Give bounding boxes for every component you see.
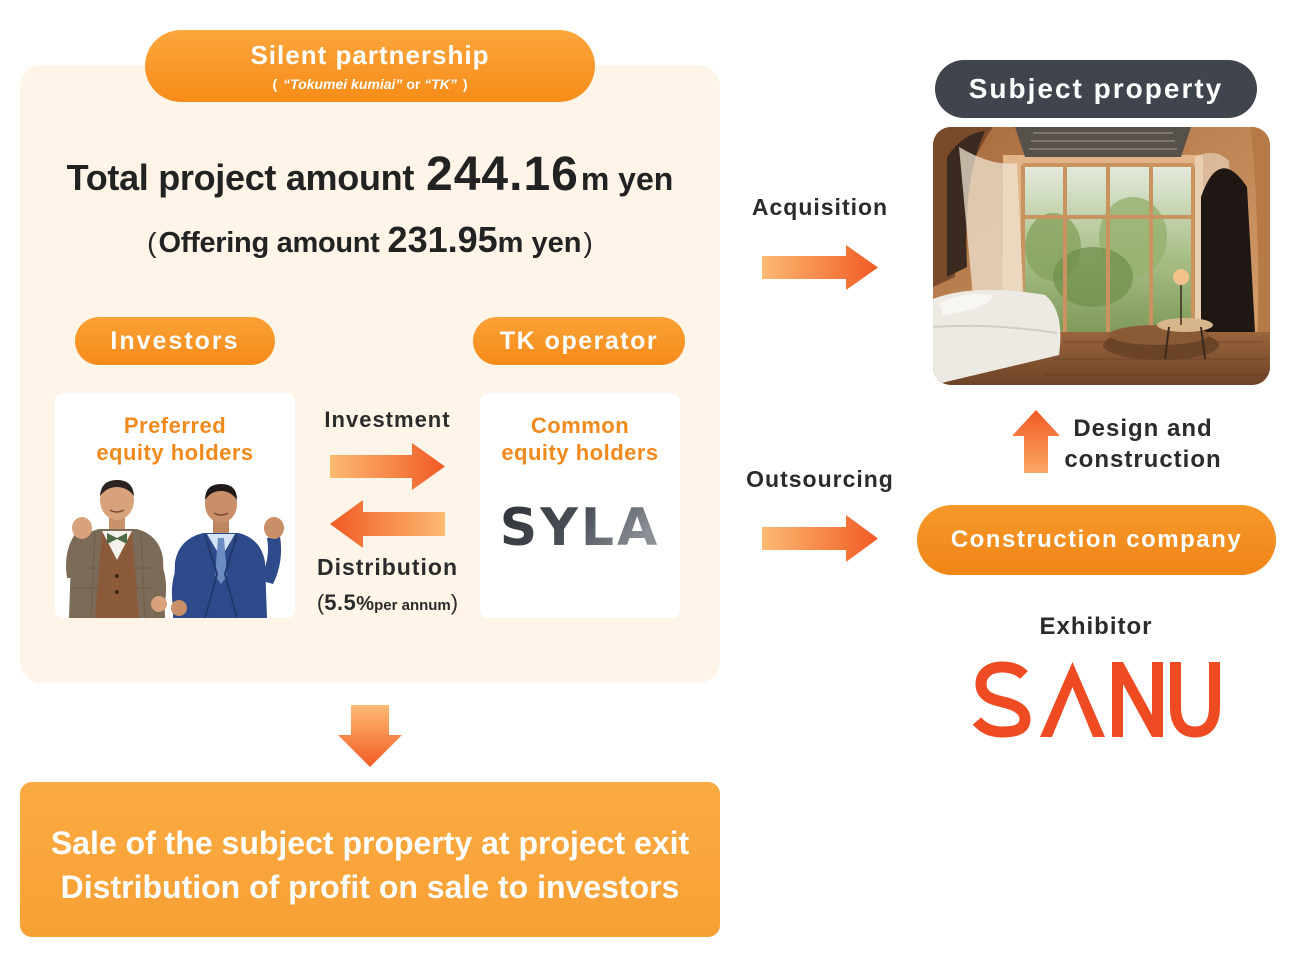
total-label: Total project amount bbox=[66, 157, 415, 198]
preferred-equity-box: Preferred equity holders bbox=[55, 393, 295, 618]
investors-photo bbox=[66, 480, 284, 618]
rate-open-paren: ( bbox=[316, 590, 325, 615]
exit-line2: Distribution of profit on sale to invest… bbox=[60, 869, 680, 905]
construction-company-pill: Construction company bbox=[917, 505, 1276, 575]
arrow-up-icon bbox=[1012, 410, 1060, 473]
subtitle-tk: “TK” bbox=[424, 76, 457, 92]
preferred-equity-line2: equity holders bbox=[96, 440, 254, 465]
sanu-logo bbox=[972, 661, 1220, 738]
rate-unit: % bbox=[356, 593, 375, 615]
arrow-right-icon bbox=[330, 443, 445, 490]
subject-property-pill: Subject property bbox=[935, 60, 1257, 118]
syla-logo-text: SYLA bbox=[500, 498, 660, 554]
subtitle-close-paren: ) bbox=[462, 76, 468, 92]
preferred-equity-label: Preferred equity holders bbox=[55, 412, 295, 466]
rate-value: 5.5 bbox=[324, 590, 357, 615]
offering-close-paren: ) bbox=[583, 227, 593, 258]
subtitle-or: or bbox=[406, 76, 421, 92]
arrow-left-icon bbox=[330, 500, 445, 548]
distribution-rate: (5.5%per annum) bbox=[290, 588, 485, 621]
total-amount-value: 244.16 bbox=[426, 148, 579, 201]
preferred-equity-line1: Preferred bbox=[123, 413, 227, 438]
arrow-right-icon bbox=[762, 515, 878, 562]
common-equity-line2: equity holders bbox=[501, 440, 659, 465]
total-amount-unit: m yen bbox=[580, 161, 674, 197]
outsourcing-label: Outsourcing bbox=[746, 466, 894, 492]
project-exit-box: Sale of the subject property at project … bbox=[20, 782, 720, 937]
distribution-label: Distribution bbox=[316, 554, 459, 580]
exit-line1: Sale of the subject property at project … bbox=[50, 825, 690, 861]
investors-pill: Investors bbox=[75, 317, 275, 365]
common-equity-label: Common equity holders bbox=[480, 412, 680, 466]
subject-property-photo bbox=[933, 127, 1270, 385]
subtitle-tokumei-kumiai: “Tokumei kumiai” bbox=[283, 76, 403, 92]
rate-close-paren: ) bbox=[450, 590, 459, 615]
syla-logo: SYLA bbox=[500, 498, 660, 554]
investment-label: Investment bbox=[324, 407, 451, 432]
common-equity-line1: Common bbox=[530, 413, 630, 438]
investor-figure-left bbox=[66, 480, 167, 618]
subtitle-open-paren: ( bbox=[272, 76, 278, 92]
investor-figure-right bbox=[171, 484, 284, 618]
silent-partnership-header: Silent partnership ( “Tokumei kumiai” or … bbox=[145, 30, 595, 102]
common-equity-box: Common equity holders SYLA bbox=[480, 393, 680, 618]
arrow-down-icon bbox=[338, 705, 402, 767]
design-construction-label: Design and construction bbox=[1058, 413, 1228, 475]
silent-partnership-title: Silent partnership bbox=[250, 40, 490, 70]
silent-partnership-subtitle: ( “Tokumei kumiai” or “TK”) bbox=[145, 75, 595, 93]
offering-amount-value: 231.95 bbox=[387, 219, 498, 260]
design-line1: Design and bbox=[1073, 415, 1213, 442]
acquisition-label: Acquisition bbox=[751, 194, 889, 220]
offering-label: Offering amount bbox=[158, 227, 380, 259]
total-project-amount: Total project amount 244.16m yen bbox=[20, 144, 720, 217]
exhibitor-label: Exhibitor bbox=[1039, 613, 1153, 640]
arrow-right-icon bbox=[762, 245, 878, 290]
offering-amount-unit: m yen bbox=[497, 227, 582, 259]
rate-period: per annum bbox=[374, 597, 451, 614]
design-line2: construction bbox=[1064, 446, 1222, 473]
offering-open-paren: ( bbox=[147, 227, 157, 258]
project-exit-text: Sale of the subject property at project … bbox=[20, 821, 720, 909]
tk-operator-pill: TK operator bbox=[473, 317, 685, 365]
